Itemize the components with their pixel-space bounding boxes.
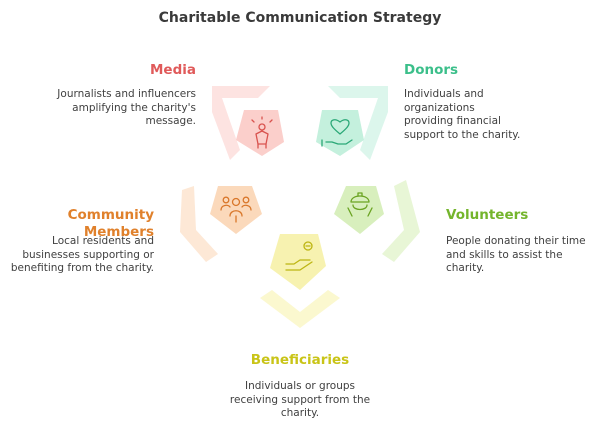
beneficiaries-segment bbox=[260, 234, 340, 328]
community-members-title: Community Members bbox=[67, 207, 154, 240]
media-title: Media bbox=[150, 62, 196, 78]
community-group-icon bbox=[220, 196, 252, 223]
volunteers-title: Volunteers bbox=[446, 207, 529, 223]
diagram-title: Charitable Communication Strategy bbox=[158, 10, 442, 26]
beneficiaries-outer-band bbox=[260, 290, 340, 328]
beneficiaries-title: Beneficiaries bbox=[250, 352, 350, 368]
community-members-outer-band bbox=[180, 186, 218, 262]
donors-description: Individuals and organizations providing … bbox=[404, 88, 521, 141]
helmet-worker-icon bbox=[347, 192, 373, 217]
community-members-description: Local residents and businesses supportin… bbox=[10, 235, 154, 274]
donors-title: Donors bbox=[404, 62, 459, 78]
donors-segment bbox=[316, 86, 388, 160]
media-outer-band bbox=[212, 86, 270, 160]
heart-in-hand-icon bbox=[321, 119, 353, 147]
award-ceremony-icon bbox=[251, 116, 273, 149]
media-inner-pentagon bbox=[236, 110, 284, 156]
community-members-inner-pentagon bbox=[210, 186, 262, 234]
volunteers-segment bbox=[334, 180, 420, 262]
receiving-hand-icon bbox=[285, 241, 313, 271]
donors-inner-pentagon bbox=[316, 110, 364, 156]
media-segment bbox=[212, 86, 284, 160]
media-description: Journalists and influencers amplifying t… bbox=[57, 88, 196, 127]
community-members-segment bbox=[180, 186, 262, 262]
donors-outer-band bbox=[328, 86, 388, 160]
volunteers-outer-band bbox=[382, 180, 420, 262]
beneficiaries-description: Individuals or groups receiving support … bbox=[229, 380, 371, 419]
volunteers-description: People donating their time and skills to… bbox=[446, 235, 586, 274]
